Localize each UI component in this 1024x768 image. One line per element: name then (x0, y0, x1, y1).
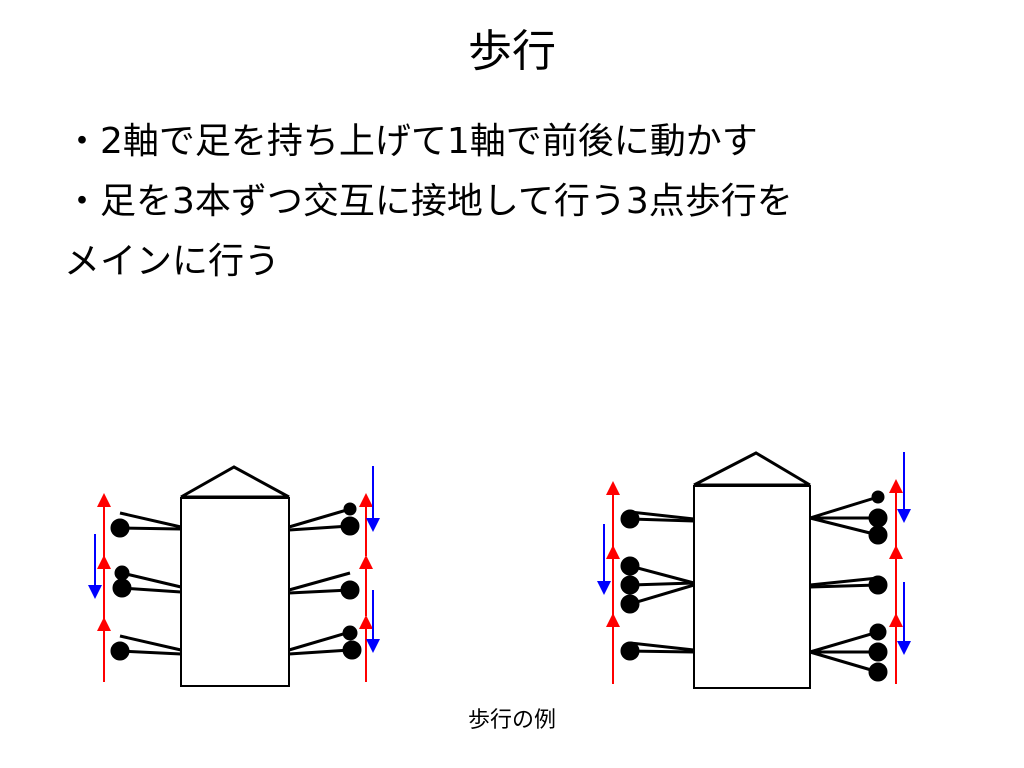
bullet-list: ・2軸で足を持ち上げて1軸で前後に動かす ・足を3本ずつ交互に接地して行う3点歩… (64, 112, 964, 292)
diagram-caption: 歩行の例 (467, 708, 556, 733)
legs-right-side (288, 502, 362, 660)
leg (112, 565, 182, 598)
legs-left-side (620, 509, 695, 661)
robot-body (180, 497, 290, 687)
bullet-continuation: メインに行う (64, 241, 281, 282)
robot-left (180, 465, 290, 687)
leg (110, 634, 182, 661)
robot-head (693, 451, 811, 487)
legs-left-side (110, 511, 182, 661)
leg (809, 575, 888, 595)
leg (809, 490, 888, 545)
leg (288, 571, 360, 600)
leg (809, 623, 888, 682)
legs-right-side (809, 490, 888, 682)
leg (110, 511, 182, 538)
bullet-item: ・2軸で足を持ち上げて1軸で前後に動かす (64, 121, 758, 162)
leg (288, 625, 362, 660)
leg (620, 509, 695, 529)
arrows-right-robot (597, 452, 911, 684)
robot-body (693, 485, 811, 689)
arrows-left-robot (88, 466, 380, 682)
leg (288, 502, 360, 536)
robot-head (180, 465, 290, 499)
bullet-item: ・足を3本ずつ交互に接地して行う3点歩行を (64, 181, 793, 222)
leg (620, 556, 695, 614)
leg (620, 641, 695, 661)
slide-title: 歩行 (468, 26, 556, 77)
robot-right (693, 451, 811, 689)
